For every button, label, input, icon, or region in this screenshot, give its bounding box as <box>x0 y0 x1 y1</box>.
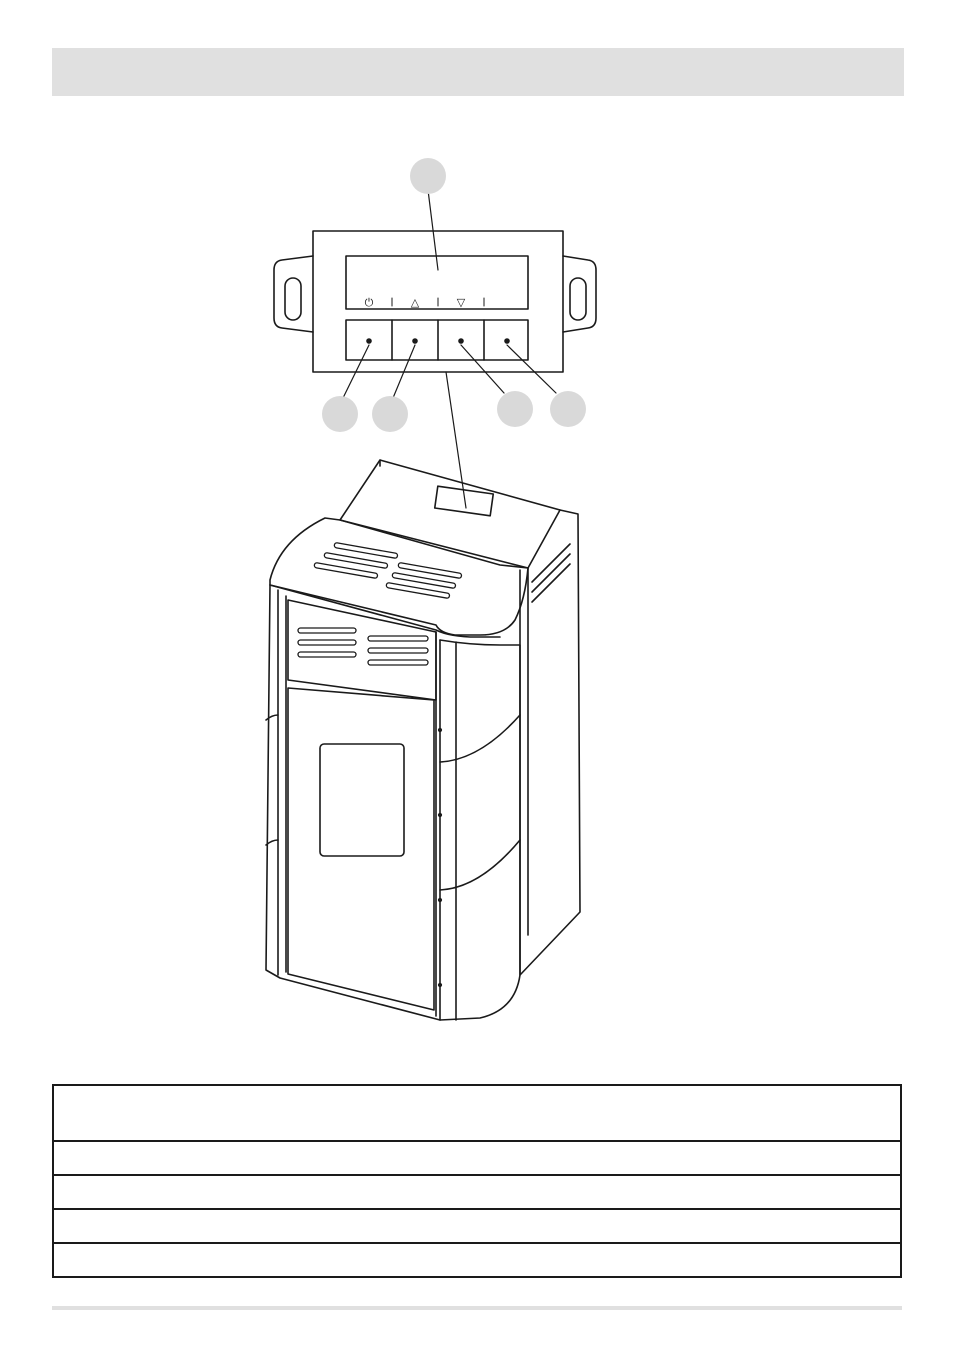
callout-button-2 <box>372 396 408 432</box>
power-icon: ⏻ <box>365 296 374 309</box>
control-panel <box>273 230 597 373</box>
door-window <box>319 743 405 857</box>
header-bar <box>52 48 904 96</box>
callout-display <box>410 158 446 194</box>
footer-rule <box>52 1306 902 1310</box>
button-4-dot <box>504 338 510 344</box>
leader-lines <box>342 189 557 509</box>
callout-button-3 <box>497 391 533 427</box>
legend-table-row <box>54 1176 900 1210</box>
stove <box>265 459 581 1021</box>
button-symbols: ⏻ △ ▽ <box>365 296 466 309</box>
button-1-dot <box>366 338 372 344</box>
legend-table-row <box>54 1210 900 1244</box>
legend-table-row <box>54 1142 900 1176</box>
right-mount-ear <box>562 255 597 333</box>
left-mount-slot <box>284 277 302 321</box>
callout-button-1 <box>322 396 358 432</box>
stove-display <box>433 485 495 517</box>
legend-table <box>52 1084 902 1278</box>
button-3-dot <box>458 338 464 344</box>
right-mount-slot <box>569 277 587 321</box>
display-screen <box>345 255 529 310</box>
left-mount-ear <box>273 255 314 333</box>
button-2-dot <box>412 338 418 344</box>
panel-body <box>312 230 564 373</box>
triangle-down-icon: ▽ <box>457 296 466 309</box>
triangle-up-icon: △ <box>411 296 420 309</box>
button-row <box>345 319 529 361</box>
legend-table-header <box>54 1086 900 1142</box>
legend-table-row <box>54 1244 900 1276</box>
callouts <box>322 158 586 432</box>
callout-button-4 <box>550 391 586 427</box>
